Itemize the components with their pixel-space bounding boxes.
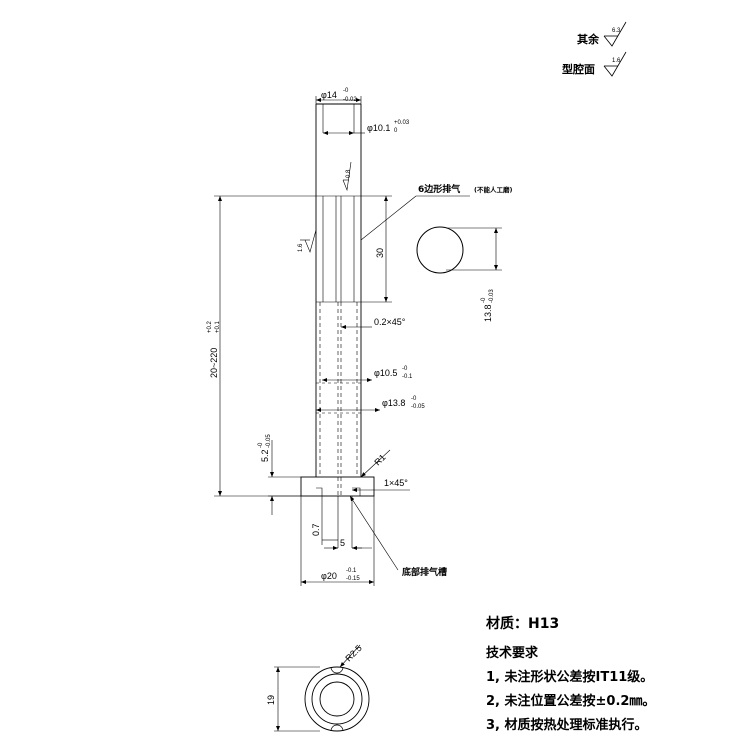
dim-chamfer-02: 0.2×45° [374,317,406,327]
dim-width-5: 5 [340,538,345,548]
material-value: H13 [528,616,560,632]
dim-total-len-tol-lower: +0.1 [215,320,221,333]
roughness-other-label: 其余 [577,32,600,46]
dimension-text: φ14 -0 -0.02 φ10.1 +0.03 0 0.8 1.6 30 20… [207,88,495,705]
dim-rough-1-6: 1.6 [298,243,304,252]
dim-dia14-tol-upper: -0 [343,88,349,94]
material-label: 材质： [486,616,528,632]
roughness-cavity-value: 1.6 [612,58,621,64]
technical-notes: 材质：H13 技术要求 1, 未注形状公差按IT11级。 2, 未注位置公差按±… [486,612,746,738]
dim-dia20: φ20 [321,571,337,581]
roughness-cavity-label: 型腔面 [562,62,595,76]
dim-head-h-tol-lower: -0.05 [266,434,272,448]
roughness-cavity-symbol [603,51,627,77]
roughness-other-value: 6.3 [612,28,621,34]
hex-vent-label: 6边形排气 [418,183,460,195]
bottom-vent-label: 底部排气槽 [402,566,447,578]
callout-labels: 6边形排气 (不能人工磨) 底部排气槽 [402,183,512,578]
dim-dia20-tol-lower: -0.15 [346,576,360,582]
dim-hex-tol-lower: -0.03 [489,289,495,303]
roughness-other-symbol [603,21,627,47]
dim-r2-5: R2.5 [343,643,364,664]
dim-total-len-tol-upper: +0.2 [207,320,213,333]
dim-dia13-8-tol-upper: -0 [411,396,417,402]
roughness-marks [300,161,352,253]
tech-requirement-3: 3, 材质按热处理标准执行。 [486,718,648,733]
pin-side-view [300,103,375,497]
hex-vent-note: (不能人工磨) [474,185,512,194]
dim-len30: 30 [375,248,385,258]
tech-requirement-1: 1, 未注形状公差按IT11级。 [486,670,654,685]
dim-dia10-1-tol-lower: 0 [394,128,398,134]
material-line: 材质：H13 [486,612,746,636]
dim-hex: 13.8 [483,304,493,322]
dim-dia13-8: φ13.8 [382,398,405,408]
dim-dia20-tol-upper: -0.1 [346,568,357,574]
tech-requirement-2: 2, 未注位置公差按±0.2㎜。 [486,694,656,709]
dim-dia13-8-tol-lower: -0.05 [411,404,425,410]
pin-bottom-view [274,644,370,732]
dim-head-h: 5.2 [260,449,270,462]
dim-dia14-tol-lower: -0.02 [343,97,357,103]
dim-chamfer-1: 1×45° [384,478,408,488]
dim-depth-07: 0.7 [311,523,321,536]
roughness-other: 其余 6.3 [577,21,627,47]
dim-head-h-tol-upper: -0 [258,442,264,448]
hex-vent-detail-circle [416,226,464,274]
dim-dia10-5-tol-upper: -0 [402,366,408,372]
dim-dia14: φ14 [321,90,337,100]
dim-total-len: 20~220 [209,348,219,378]
dim-rough-0-8: 0.8 [346,169,352,178]
dim-dia10-5-tol-lower: -0.1 [402,374,413,380]
dim-dia10-1-tol-upper: +0.03 [394,120,410,126]
roughness-cavity: 型腔面 1.6 [562,51,627,77]
dim-dia10-5: φ10.5 [374,368,397,378]
dimension-lines [214,96,502,586]
dim-len19: 19 [266,695,276,705]
dim-hex-tol-upper: -0 [481,297,487,303]
tech-requirements-title: 技术要求 [486,646,539,661]
dim-dia10-1: φ10.1 [367,123,390,133]
